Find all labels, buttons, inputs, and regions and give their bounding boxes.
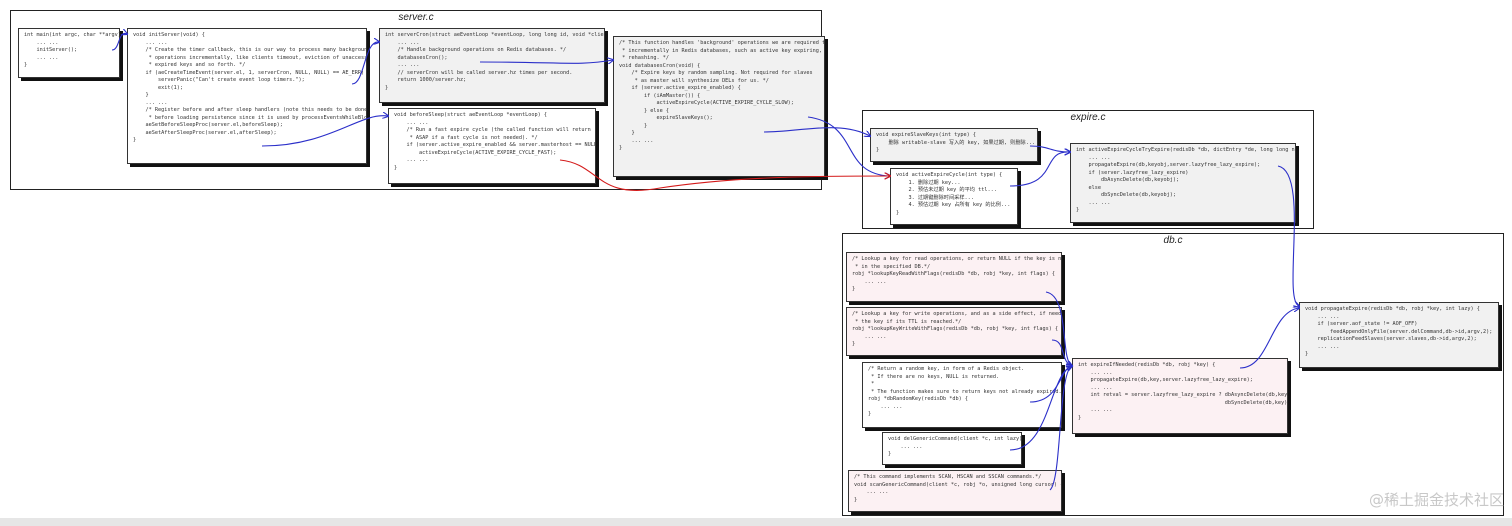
active-expire-cycle-box[interactable]: void activeExpireCycle(int type) { 1. 删除… xyxy=(890,168,1018,225)
arrow-beforesleep-to-activeexpirecycle xyxy=(559,159,890,191)
arrow-databasescron-to-expireslavekeys xyxy=(763,127,870,136)
arrow-initserver-to-servercron xyxy=(351,42,379,85)
arrow-lookupread-to-expireifneeded xyxy=(1045,291,1072,366)
arrow-delgeneric-to-expireifneeded xyxy=(1009,366,1072,451)
arrow-activeexpirecycle-to-tryexpire xyxy=(1009,152,1070,187)
arrow-initserver-to-beforesleep xyxy=(261,116,388,147)
scan-generic-command-box[interactable]: /* This command implements SCAN, HSCAN a… xyxy=(848,470,1062,512)
arrow-expireifneeded-to-propagateexpire xyxy=(1239,308,1299,369)
group-db-title: db.c xyxy=(1163,235,1183,246)
expire-slave-keys-box[interactable]: void expireSlaveKeys(int type) { 删除 writ… xyxy=(870,128,1038,162)
before-sleep-box[interactable]: void beforeSleep(struct aeEventLoop *eve… xyxy=(388,108,596,184)
arrow-servercron-to-databasescron xyxy=(479,60,613,63)
del-generic-command-box[interactable]: void delGenericCommand(client *c, int la… xyxy=(882,432,1022,465)
group-expire: expire.c xyxy=(862,110,1314,229)
bottom-scrollbar[interactable] xyxy=(0,518,1512,526)
group-db: db.c xyxy=(842,233,1504,516)
propagate-expire-box[interactable]: void propagateExpire(redisDb *db, robj *… xyxy=(1299,302,1499,368)
arrow-main-to-initserver xyxy=(111,33,127,51)
init-server-box[interactable]: void initServer(void) { ... ... /* Creat… xyxy=(127,28,367,164)
lookup-key-read-box[interactable]: /* Lookup a key for read operations, or … xyxy=(846,252,1062,302)
arrow-expireslavekeys-to-tryexpire xyxy=(1029,145,1070,152)
active-expire-cycle-try-expire-box[interactable]: int activeExpireCycleTryExpire(redisDb *… xyxy=(1070,143,1296,223)
db-random-key-box[interactable]: /* Return a random key, in form of a Red… xyxy=(862,362,1062,428)
group-expire-title: expire.c xyxy=(1070,112,1106,123)
watermark: @稀土掘金技术社区 xyxy=(1368,491,1504,509)
arrow-databasescron-to-activeexpirecycle xyxy=(807,116,890,176)
databases-cron-box[interactable]: /* This function handles 'background' op… xyxy=(613,36,825,177)
arrow-dbrandomkey-to-expireifneeded xyxy=(1029,366,1072,403)
main-function-box[interactable]: int main(int argc, char **argv) { ... ..… xyxy=(18,28,120,78)
arrow-scangeneric-to-expireifneeded xyxy=(1049,366,1072,491)
lookup-key-write-box[interactable]: /* Lookup a key for write operations, an… xyxy=(846,307,1062,356)
group-server-title: server.c xyxy=(398,12,434,23)
arrow-tryexpire-to-propagateexpire xyxy=(1277,165,1299,306)
server-cron-box[interactable]: int serverCron(struct aeEventLoop *event… xyxy=(379,28,605,103)
expire-if-needed-box[interactable]: int expireIfNeeded(redisDb *db, robj *ke… xyxy=(1072,358,1288,434)
